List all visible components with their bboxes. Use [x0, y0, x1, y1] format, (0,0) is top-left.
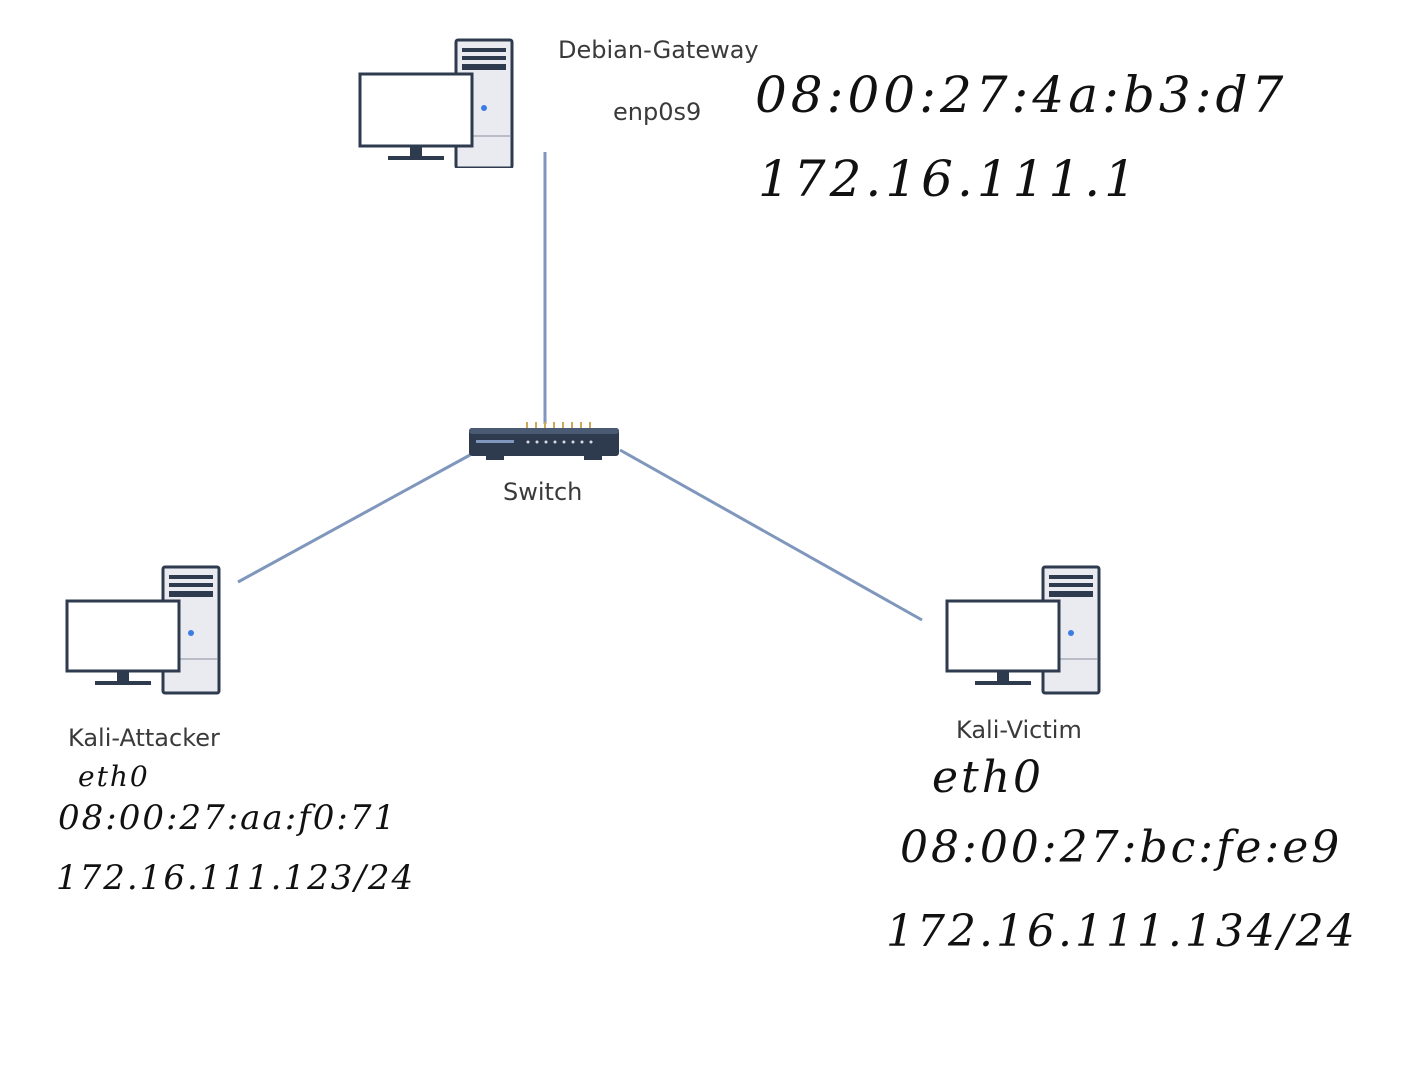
attacker-computer-icon	[65, 565, 225, 695]
victim-interface-annotation: eth0	[932, 752, 1045, 803]
gateway-ip-annotation: 172.16.111.1	[758, 150, 1140, 208]
victim-computer-icon	[945, 565, 1105, 695]
victim-name-label: Kali-Victim	[956, 716, 1082, 744]
attacker-ip-annotation: 172.16.111.123/24	[56, 858, 416, 898]
attacker-mac-annotation: 08:00:27:aa:f0:71	[58, 798, 398, 838]
gateway-computer-icon	[358, 38, 518, 168]
victim-ip-annotation: 172.16.111.134/24	[886, 906, 1358, 957]
network-switch-icon	[466, 416, 626, 466]
link-switch-victim	[619, 448, 923, 622]
switch-name-label: Switch	[503, 478, 583, 506]
attacker-interface-annotation: eth0	[78, 760, 150, 793]
attacker-name-label: Kali-Attacker	[68, 724, 220, 752]
link-switch-attacker	[237, 453, 471, 584]
gateway-mac-annotation: 08:00:27:4a:b3:d7	[755, 66, 1288, 124]
victim-mac-annotation: 08:00:27:bc:fe:e9	[900, 822, 1343, 873]
gateway-interface-label: enp0s9	[613, 98, 702, 126]
gateway-name-label: Debian-Gateway	[558, 36, 759, 64]
